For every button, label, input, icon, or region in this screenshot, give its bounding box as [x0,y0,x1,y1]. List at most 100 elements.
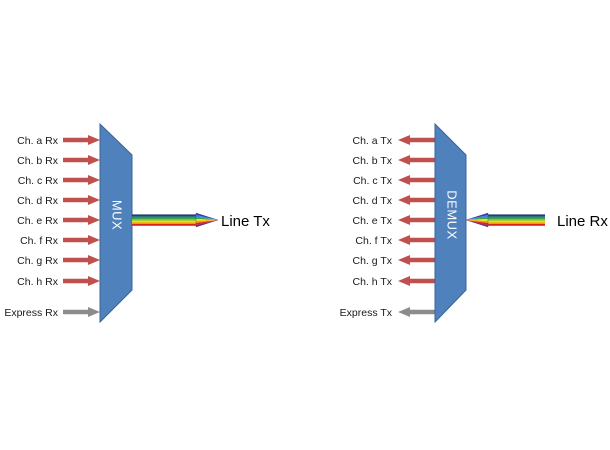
rainbow-head-outline [465,212,489,228]
rainbow-band [488,216,545,218]
rainbow-band [488,217,545,220]
output-label: Ch. b Tx [353,155,393,167]
rainbow-band [488,219,545,221]
arrow-shape [63,135,100,145]
rainbow-band [132,219,196,221]
channel-input: Ch. a Rx [17,135,100,147]
demux-block [434,122,467,324]
express-output: Express Tx [340,307,435,319]
input-label: Ch. h Rx [17,276,59,288]
arrow-shape [63,235,100,245]
rainbow-head-slice [466,215,488,220]
rainbow-band [488,222,545,225]
arrow-shape [398,175,435,185]
channel-input: Ch. f Rx [20,235,100,247]
output-label: Ch. g Tx [353,255,393,267]
mux-input-list: Ch. a Rx Ch. b Rx Ch. c Rx Ch. d Rx Ch. e Rx… [4,135,100,319]
input-label: Ch. b Rx [17,155,59,167]
channel-arrow [398,255,435,265]
line-tx-label: Line Tx [221,213,270,230]
rainbow-band [132,216,196,218]
arrow-shape [398,235,435,245]
channel-arrow [63,255,100,265]
input-label: Ch. e Rx [17,215,59,227]
mux-label: MUX [110,200,125,230]
channel-arrow [398,195,435,205]
line-rx-label: Line Rx [557,213,608,230]
channel-input: Ch. h Rx [17,276,100,288]
arrow-shape [398,255,435,265]
arrow-shape [398,307,435,317]
rainbow-band [132,224,196,226]
output-label: Express Tx [340,307,393,319]
demux-output-list: Ch. a Tx Ch. b Tx Ch. c Tx Ch. d Tx Ch. e Tx… [340,135,435,319]
rainbow-band [488,220,545,223]
channel-arrow [398,175,435,185]
channel-output: Ch. c Tx [353,175,435,187]
channel-output: Ch. h Tx [353,276,435,288]
output-label: Ch. d Tx [353,195,393,207]
channel-output: Ch. a Tx [353,135,435,147]
express-arrow [398,307,435,317]
rainbow-band [488,214,545,217]
channel-arrow [63,195,100,205]
channel-output: Ch. g Tx [353,255,435,267]
input-label: Ch. a Rx [17,135,59,147]
input-label: Ch. f Rx [20,235,59,247]
output-label: Ch. a Tx [353,135,393,147]
channel-arrow [398,235,435,245]
line-rx-arrow [465,212,545,228]
arrow-shape [63,307,100,317]
arrow-shape [63,255,100,265]
rainbow-band [132,222,196,225]
mux-block [99,122,133,324]
channel-output: Ch. b Tx [353,155,435,167]
mux-section: Ch. a Rx Ch. b Rx Ch. c Rx Ch. d Rx Ch. e Rx… [4,122,270,324]
rainbow-head-slice [196,215,218,220]
channel-arrow [398,135,435,145]
arrow-shape [398,195,435,205]
rainbow-head-slice [466,219,488,221]
line-tx-arrow [132,212,219,228]
channel-arrow [398,276,435,286]
arrow-shape [63,215,100,225]
arrow-shape [63,195,100,205]
rainbow-head-slice [196,219,218,221]
channel-output: Ch. f Tx [355,235,435,247]
channel-output: Ch. d Tx [353,195,435,207]
arrow-shape [398,215,435,225]
channel-arrow [63,235,100,245]
demux-section: Ch. a Tx Ch. b Tx Ch. c Tx Ch. d Tx Ch. e Tx… [340,122,608,324]
channel-arrow [63,135,100,145]
channel-input: Ch. g Rx [17,255,100,267]
rainbow-band [132,214,196,217]
output-label: Ch. c Tx [353,175,393,187]
rainbow-band [132,220,196,223]
channel-input: Ch. d Rx [17,195,100,207]
channel-output: Ch. e Tx [353,215,435,227]
channel-input: Ch. c Rx [18,175,100,187]
channel-arrow [398,155,435,165]
channel-arrow [398,215,435,225]
input-label: Ch. d Rx [17,195,59,207]
arrow-shape [398,155,435,165]
output-label: Ch. e Tx [353,215,393,227]
output-label: Ch. f Tx [355,235,392,247]
channel-arrow [63,215,100,225]
arrow-shape [398,276,435,286]
demux-label: DEMUX [445,190,460,239]
arrow-shape [63,276,100,286]
channel-arrow [63,175,100,185]
input-label: Ch. g Rx [17,255,59,267]
express-arrow [63,307,100,317]
input-label: Ch. c Rx [18,175,59,187]
arrow-shape [398,135,435,145]
input-label: Express Rx [4,307,58,319]
arrow-shape [63,175,100,185]
rainbow-head-outline [195,212,219,228]
arrow-shape [63,155,100,165]
rainbow-band [488,224,545,226]
channel-arrow [63,276,100,286]
channel-arrow [63,155,100,165]
